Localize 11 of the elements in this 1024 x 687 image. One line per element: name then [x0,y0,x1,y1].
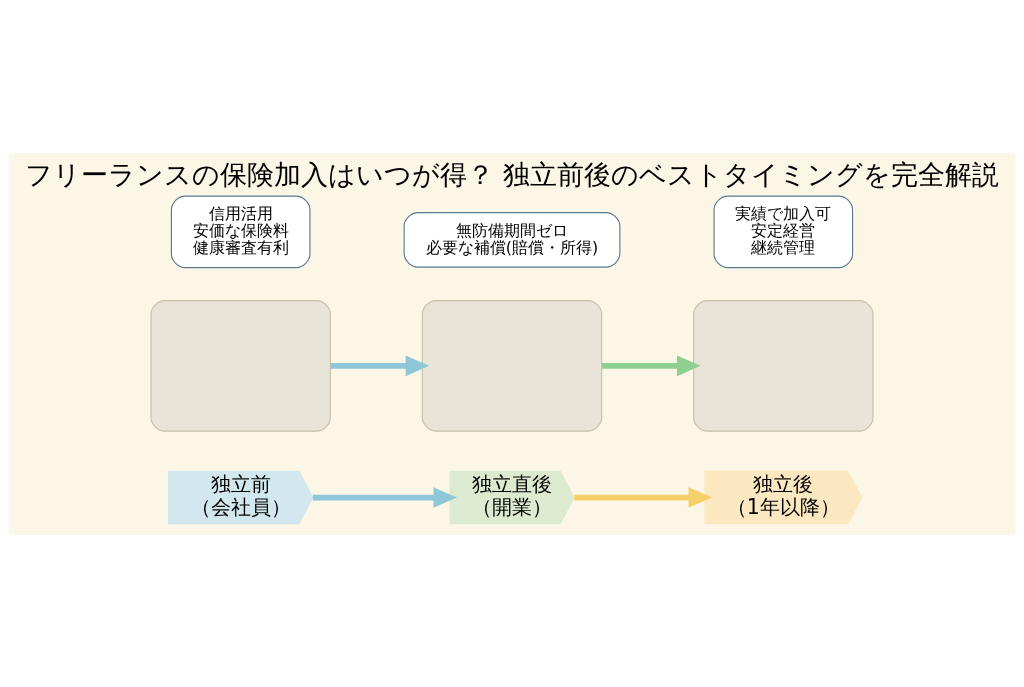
arrow [312,486,458,508]
diagram-title: フリーランスの保険加入はいつが得？ 独立前後のベストタイミングを完全解説 [25,158,999,190]
arrow [330,355,430,376]
node-box: 信用活用 安価な保険料 健康審査有利 [170,195,311,268]
node-box [693,299,874,432]
node-box [150,299,331,432]
node-box [421,299,603,432]
node-box: 無防備期間ゼロ 必要な補償(賠償・所得) [403,211,621,268]
arrow [602,355,701,376]
node-box: 実績で加入可 安定経営 継続管理 [713,195,854,268]
arrow [574,486,713,508]
